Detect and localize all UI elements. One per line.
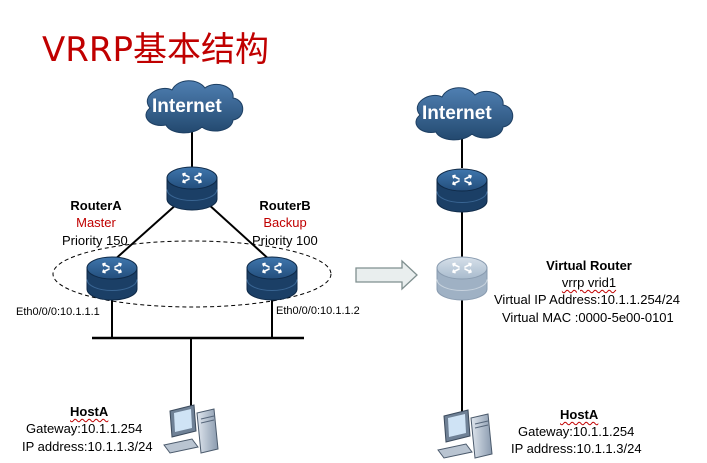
host-right-gateway: Gateway:10.1.1.254	[518, 424, 635, 439]
router-a-role: Master	[76, 215, 116, 230]
virtual-router-name: Virtual Router	[546, 258, 632, 273]
internet-cloud-left	[145, 80, 244, 134]
virtual-router-vip: Virtual IP Address:10.1.1.254/24	[494, 292, 680, 307]
page-title: VRRP基本结构	[42, 30, 270, 70]
host-pc-right	[437, 409, 493, 459]
router-b-role: Backup	[263, 215, 307, 230]
router-b-name: RouterB	[259, 198, 311, 213]
core-router-right	[436, 168, 488, 213]
host-right-name: HostA	[560, 407, 599, 422]
router-a-name: RouterA	[70, 198, 122, 213]
router-a-interface: Eth0/0/0:10.1.1.1	[16, 306, 100, 318]
virtual-router-vmac: Virtual MAC :0000-5e00-0101	[502, 310, 674, 325]
transition-arrow	[355, 259, 418, 291]
vrrp-group-ellipse	[52, 240, 332, 308]
internet-label-left: Internet	[152, 96, 222, 117]
host-right-ip: IP address:10.1.1.3/24	[511, 441, 642, 456]
host-left-ip: IP address:10.1.1.3/24	[22, 439, 153, 454]
host-pc-left	[163, 404, 219, 454]
router-a	[86, 256, 138, 301]
link-core-router-a	[111, 202, 179, 263]
virtual-router-vrid: vrrp vrid1	[561, 275, 617, 290]
router-a-priority: Priority 150	[62, 233, 128, 248]
host-left-name: HostA	[70, 404, 109, 419]
virtual-router	[436, 256, 488, 301]
router-b-interface: Eth0/0/0:10.1.1.2	[276, 305, 360, 317]
internet-cloud-right	[415, 87, 514, 141]
link-core-router-b	[206, 202, 273, 263]
host-left-gateway: Gateway:10.1.1.254	[26, 421, 143, 436]
core-router-left	[166, 166, 218, 211]
router-b	[246, 256, 298, 301]
router-b-priority: Priority 100	[252, 233, 318, 248]
internet-label-right: Internet	[422, 103, 492, 124]
